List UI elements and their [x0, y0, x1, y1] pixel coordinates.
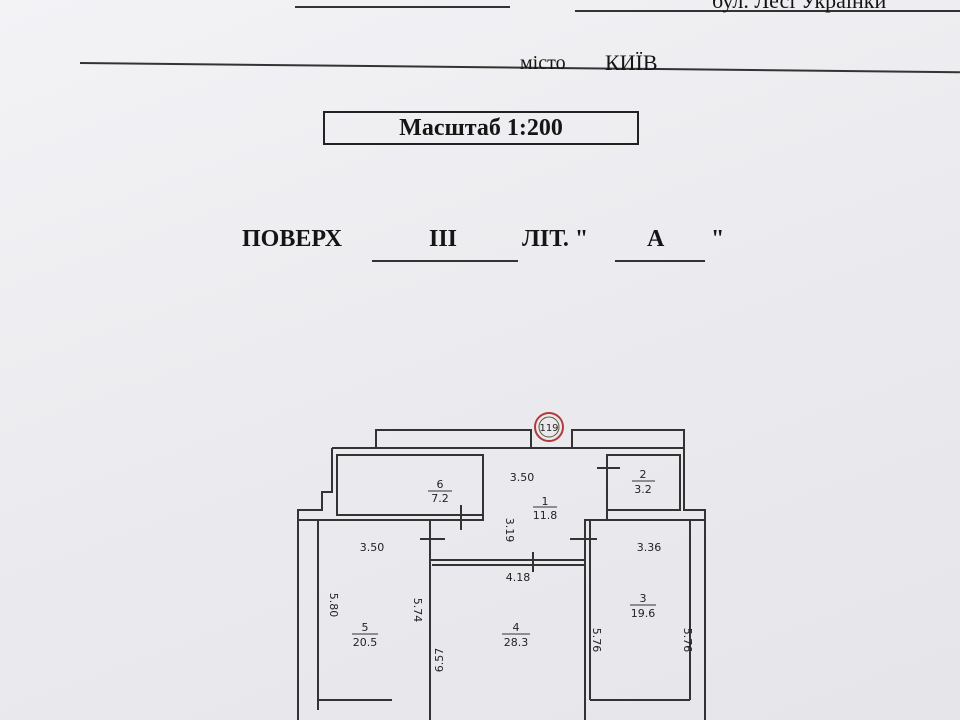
- letter-label: ЛІТ. ": [522, 226, 589, 252]
- dim-room4-width: 4.18: [506, 571, 531, 584]
- street-address: бул. Лесі Українки: [712, 0, 887, 13]
- room-2-num: 2: [640, 468, 647, 481]
- dim-room3-left: 5.76: [590, 628, 603, 653]
- floor-value: III: [429, 226, 458, 252]
- letter-close: ": [711, 226, 725, 252]
- room-5-area: 20.5: [353, 636, 378, 649]
- room-4-num: 4: [513, 621, 520, 634]
- room-6-area: 7.2: [431, 492, 449, 505]
- dim-room4-left: 6.57: [433, 648, 446, 673]
- room-5-num: 5: [362, 621, 369, 634]
- room-1-area: 11.8: [533, 509, 558, 522]
- room-2-outline: [606, 454, 681, 511]
- dim-room3-right: 5.76: [681, 628, 694, 653]
- room-2-area: 3.2: [634, 483, 652, 496]
- balcony-left: [375, 429, 532, 449]
- stamp-number: 119: [539, 423, 558, 434]
- outer-wall: [332, 447, 706, 720]
- dim-room5-right: 5.74: [411, 598, 424, 623]
- dim-room1-depth: 3.19: [503, 518, 516, 543]
- underline-right-top: [575, 10, 960, 12]
- room-6-num: 6: [437, 478, 444, 491]
- floor-underline: [372, 260, 518, 262]
- room-3-num: 3: [640, 592, 647, 605]
- letter-value: А: [647, 226, 665, 252]
- city-label: місто: [520, 52, 566, 74]
- floor-label: ПОВЕРХ: [242, 226, 343, 252]
- scale-box: Масштаб 1:200: [323, 111, 639, 145]
- stamp-circle: [534, 412, 564, 442]
- city-name: КИЇВ: [605, 50, 658, 75]
- underline-left-top: [295, 6, 510, 8]
- room-1-num: 1: [542, 495, 549, 508]
- balcony-right: [571, 429, 685, 449]
- dim-room3-width: 3.36: [637, 541, 662, 554]
- dim-room5-left: 5.80: [327, 593, 340, 618]
- letter-underline: [615, 260, 705, 262]
- dim-room5-width: 3.50: [360, 541, 385, 554]
- dim-room1-width: 3.50: [510, 471, 535, 484]
- room-4-area: 28.3: [504, 636, 529, 649]
- room-3-area: 19.6: [631, 607, 656, 620]
